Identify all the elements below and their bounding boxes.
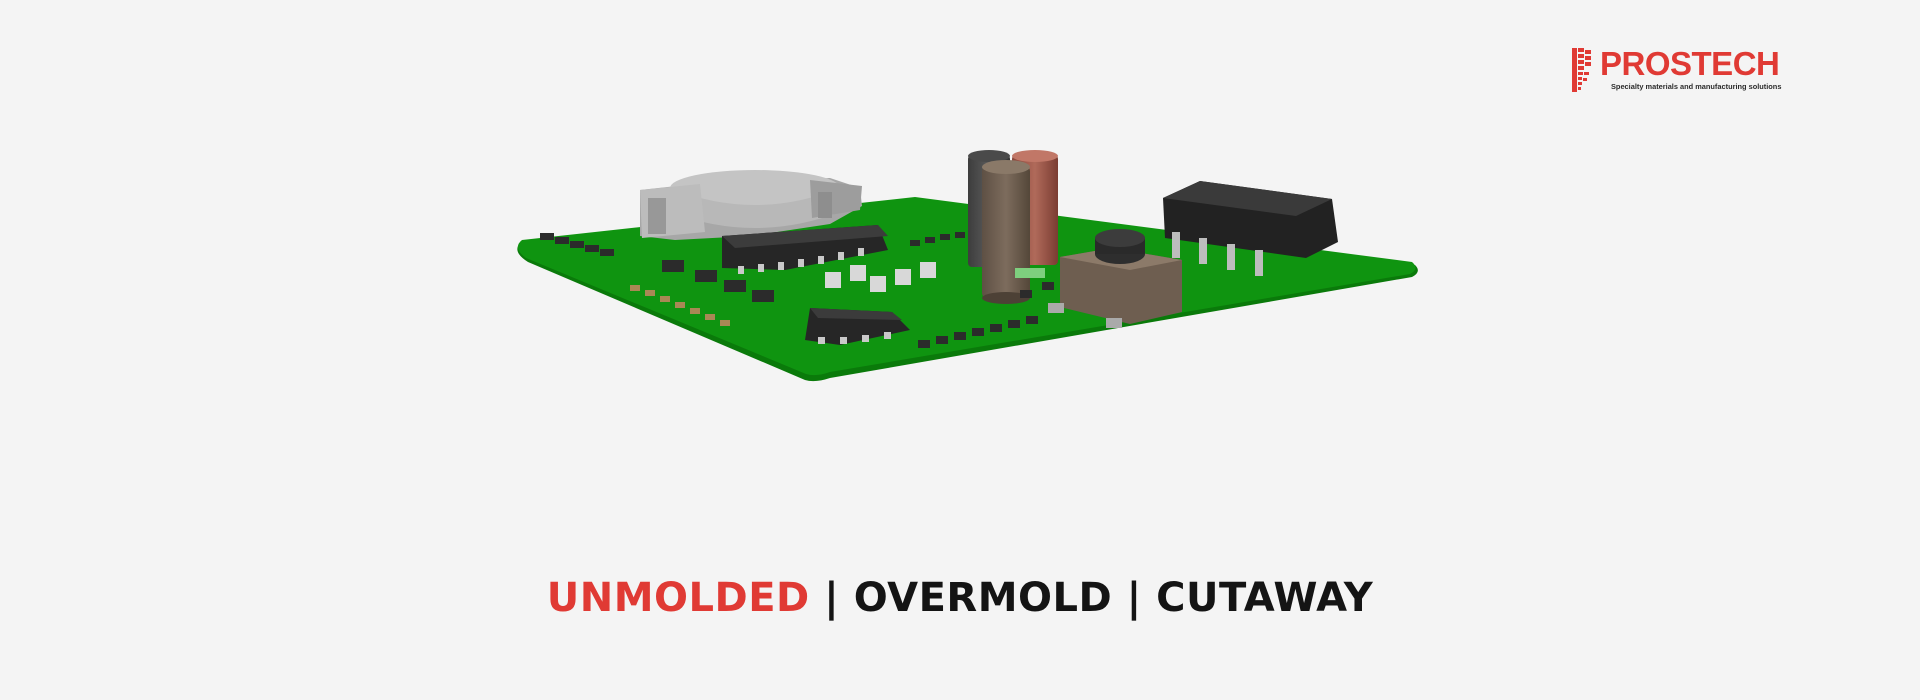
prostech-logo-mark-icon [1572,48,1591,92]
dip-relay [1163,181,1338,276]
electrolytic-capacitors [968,150,1058,304]
soic-chip-large [722,225,888,274]
view-mode-caption: UNMOLDED | OVERMOLD | CUTAWAY [0,572,1920,624]
smd-components [540,232,1054,348]
caption-overmold: OVERMOLD [853,575,1113,621]
prostech-logo: PROSTECH Specialty materials and manufac… [1572,45,1792,94]
tactile-switch [1048,229,1182,328]
pcb-illustration [517,150,1418,382]
caption-separator: | [809,575,854,621]
logo-tagline: Specialty materials and manufacturing so… [1611,82,1782,91]
caption-cutaway: CUTAWAY [1156,575,1374,621]
caption-separator: | [1112,575,1157,621]
coin-cell-holder [640,170,862,240]
caption-unmolded: UNMOLDED [546,575,810,621]
logo-wordmark: PROSTECH [1600,45,1780,82]
soic-chip-small [805,308,910,345]
